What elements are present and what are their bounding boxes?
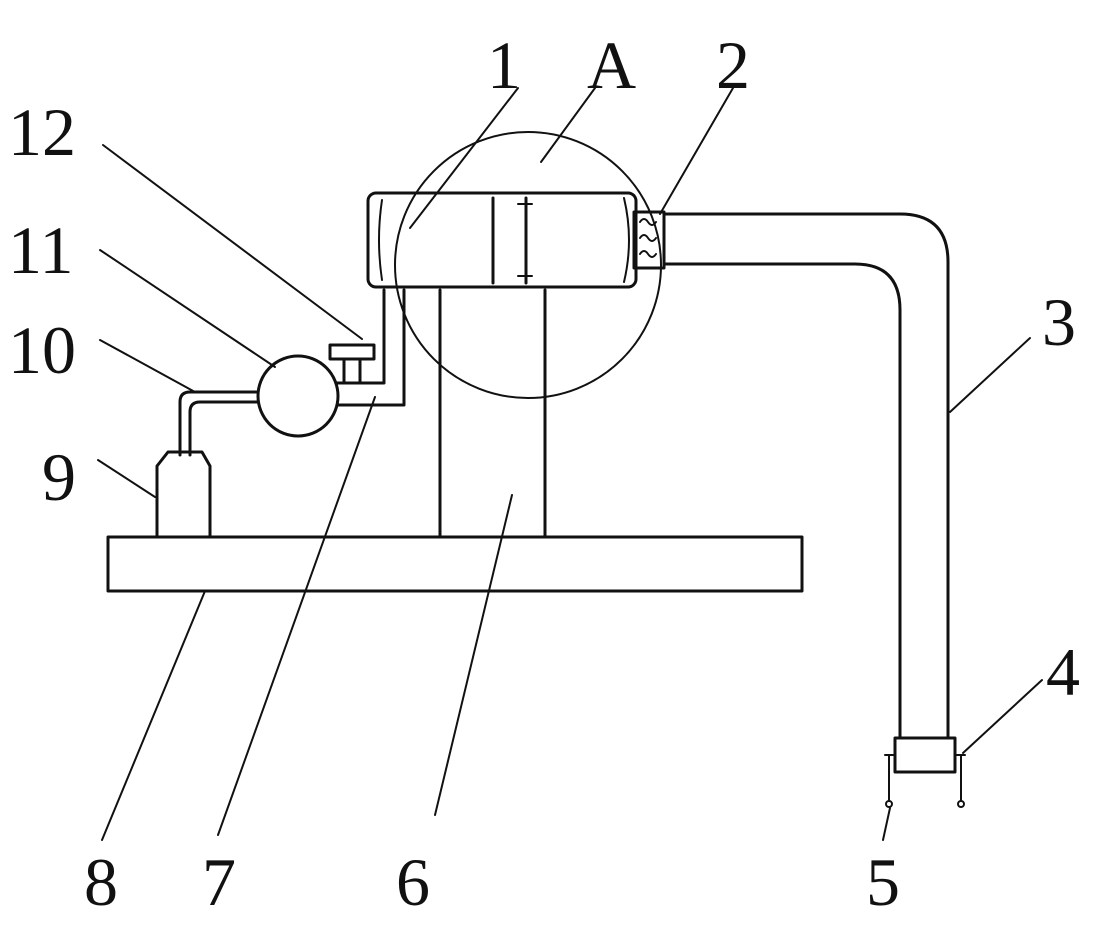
- label-10: 10: [8, 312, 76, 388]
- label-4: 4: [1046, 634, 1080, 710]
- label-a: A: [587, 27, 636, 103]
- leader-1: [409, 87, 519, 229]
- detail-circle-a: [394, 131, 662, 399]
- leader-4: [962, 679, 1043, 754]
- pipe-outer: [662, 212, 950, 740]
- label-8: 8: [84, 844, 118, 920]
- leader-12: [102, 144, 363, 340]
- label-1: 1: [487, 27, 521, 103]
- pump: [256, 354, 340, 438]
- pipe-inner: [662, 262, 902, 740]
- hose-upper: [178, 390, 260, 457]
- nozzle-left-tip: [885, 800, 893, 808]
- leader-a: [540, 87, 596, 163]
- leader-11: [99, 249, 276, 368]
- leader-2: [659, 87, 734, 215]
- outlet-pipe-inner: [332, 288, 386, 385]
- label-3: 3: [1042, 284, 1076, 360]
- connector-threads: [639, 218, 657, 258]
- main-housing: [366, 191, 638, 289]
- leader-10: [99, 339, 196, 393]
- label-6: 6: [396, 844, 430, 920]
- base-plate: [106, 535, 804, 593]
- label-7: 7: [202, 844, 236, 920]
- leader-7: [217, 396, 376, 836]
- label-9: 9: [42, 439, 76, 515]
- leader-8: [101, 590, 206, 841]
- nozzle-right-tip: [957, 800, 965, 808]
- housing-inner-edge: [378, 199, 383, 281]
- hose-lower: [188, 400, 260, 457]
- leader-5: [882, 807, 891, 841]
- label-2: 2: [716, 27, 750, 103]
- leader-9: [97, 459, 156, 498]
- label-12: 12: [8, 94, 76, 170]
- tank: [155, 450, 212, 539]
- label-5: 5: [866, 844, 900, 920]
- valve-handle: [328, 343, 376, 361]
- leader-3: [949, 337, 1031, 413]
- label-11: 11: [8, 212, 73, 288]
- leader-6: [434, 494, 513, 816]
- nozzle-block: [893, 736, 957, 774]
- outlet-pipe-outer: [332, 288, 406, 407]
- housing-right-curve: [623, 197, 630, 283]
